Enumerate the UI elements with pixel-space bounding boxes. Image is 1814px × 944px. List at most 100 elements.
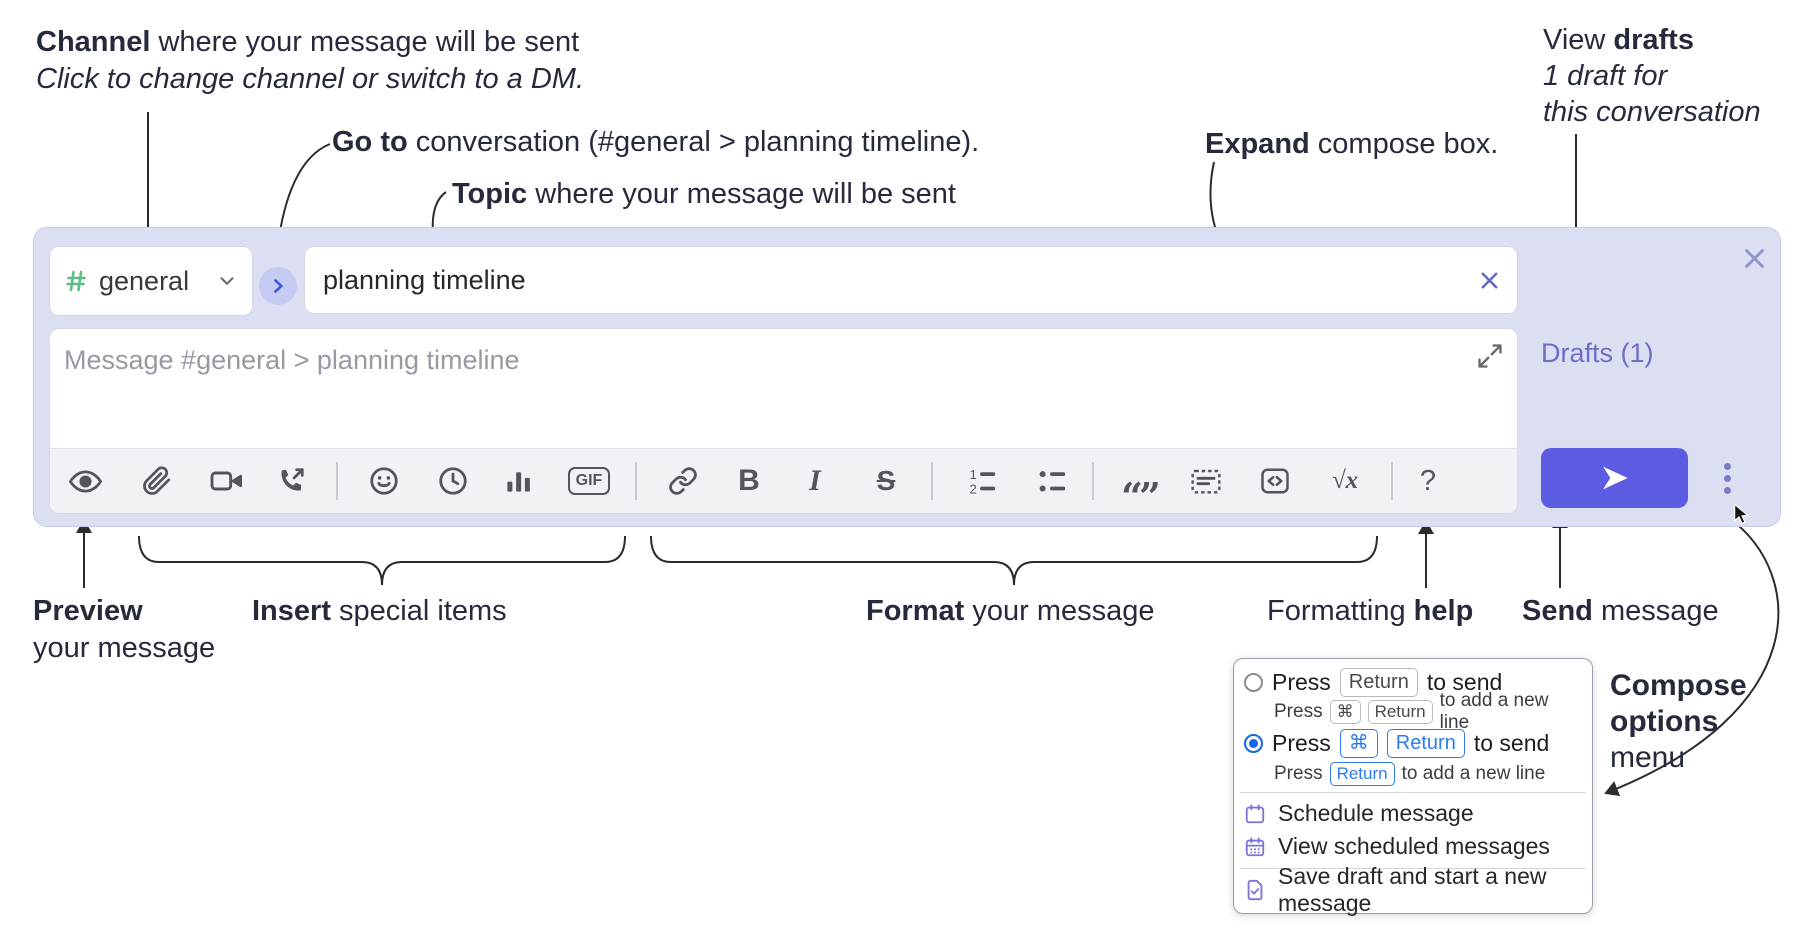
menu-item-save-draft[interactable]: Save draft and start a new message <box>1244 863 1580 916</box>
toolbar-divider <box>635 462 637 500</box>
spoiler-icon <box>1191 469 1221 494</box>
audio-call-button[interactable] <box>268 459 314 503</box>
gif-button[interactable]: GIF <box>566 459 612 503</box>
send-button[interactable] <box>1541 448 1688 508</box>
option-return-to-send[interactable]: Press Return to send <box>1244 665 1580 699</box>
annotation-topic: Topic where your message will be sent <box>452 176 956 213</box>
attach-file-button[interactable] <box>134 459 180 503</box>
menu-divider <box>1240 792 1586 793</box>
calendar-icon <box>1244 803 1266 825</box>
bar-chart-icon <box>507 472 530 492</box>
expand-icon <box>1478 344 1502 368</box>
quote-button[interactable]: “” <box>1116 459 1162 514</box>
gif-icon: GIF <box>567 467 611 495</box>
drafts-link[interactable]: Drafts (1) <box>1541 338 1654 368</box>
quote-icon: “” <box>1121 474 1161 514</box>
clear-topic-button[interactable] <box>1478 269 1501 292</box>
annotation-channel-rest: where your message will be sent <box>150 26 580 58</box>
question-mark-icon: ? <box>1419 464 1437 497</box>
annotation-goto: Go to conversation (#general > planning … <box>332 124 979 161</box>
toolbar-divider <box>1391 462 1393 500</box>
annotation-channel-line2: Click to change channel or switch to a D… <box>36 63 585 95</box>
annotation-preview: Preview your message <box>33 593 215 667</box>
radio-unselected-icon[interactable] <box>1244 672 1263 692</box>
channel-name: general <box>99 265 190 296</box>
toolbar-divider <box>931 462 933 500</box>
link-button[interactable] <box>660 459 706 503</box>
code-icon <box>1261 468 1289 494</box>
formatting-help-button[interactable]: ? <box>1405 459 1451 503</box>
annotation-expand: Expand compose box. <box>1205 126 1498 163</box>
annotation-compose-options-line3: menu <box>1610 741 1686 774</box>
compose-options-button[interactable] <box>1710 453 1744 503</box>
go-to-conversation-button[interactable] <box>259 267 297 305</box>
annotation-insert-rest: special items <box>330 595 507 627</box>
add-poll-button[interactable] <box>495 459 541 503</box>
annotation-drafts-line2: 1 draft for <box>1543 60 1668 92</box>
menu-divider <box>1240 868 1586 869</box>
emoji-button[interactable] <box>361 459 407 503</box>
scheduled-calendar-icon <box>1244 836 1266 858</box>
return-key: Return <box>1329 762 1395 786</box>
chevron-right-icon <box>274 279 283 293</box>
message-compose-area[interactable]: Message #general > planning timeline <box>49 328 1518 514</box>
menu-item-label: View scheduled messages <box>1278 833 1550 859</box>
svg-text:2: 2 <box>970 482 977 497</box>
italic-button[interactable]: I <box>792 459 838 503</box>
annotation-compose-options-line1: Compose <box>1610 669 1747 702</box>
annotation-drafts-bold: drafts <box>1613 24 1694 56</box>
annotation-compose-options-line2: options <box>1610 705 1719 738</box>
paperclip-icon <box>143 466 171 495</box>
smiley-icon <box>370 467 398 495</box>
save-draft-icon <box>1244 879 1266 901</box>
toolbar-divider <box>1092 462 1094 500</box>
option1-subtext: Press ⌘ Return to add a new line <box>1274 690 1549 733</box>
topic-field <box>304 246 1518 314</box>
annotation-compose-options: Compose options menu <box>1610 668 1747 776</box>
spoiler-button[interactable] <box>1183 459 1229 503</box>
annotation-drafts-line3: this conversation <box>1543 96 1761 128</box>
dots-icon <box>1723 462 1731 470</box>
annotation-preview-line2: your message <box>33 632 216 664</box>
option2-subtext: Press Return to add a new line <box>1274 762 1546 786</box>
option-cmd-return-to-send[interactable]: Press ⌘ Return to send <box>1244 725 1580 761</box>
eye-icon <box>68 469 102 493</box>
code-button[interactable] <box>1252 459 1298 503</box>
format-brace <box>650 535 1378 586</box>
expand-compose-button[interactable] <box>1475 341 1505 371</box>
option2-suffix: to send <box>1473 729 1550 756</box>
preview-message-button[interactable] <box>62 459 108 503</box>
annotation-help-bold: help <box>1413 595 1474 627</box>
math-button[interactable]: √x <box>1322 459 1368 503</box>
annotation-goto-bold: Go to <box>332 126 408 158</box>
close-compose-button[interactable] <box>1739 243 1769 273</box>
phone-call-icon <box>281 468 304 491</box>
topic-input[interactable] <box>321 263 1478 297</box>
message-placeholder: Message #general > planning timeline <box>64 345 520 375</box>
chevron-down-icon <box>220 277 234 285</box>
x-clear-icon <box>1481 272 1498 288</box>
bold-button[interactable]: B <box>726 459 772 503</box>
radio-selected-icon[interactable] <box>1244 733 1263 753</box>
option1-suffix: to send <box>1426 668 1503 695</box>
annotation-format-bold: Format <box>866 595 965 627</box>
menu-item-view-scheduled[interactable]: View scheduled messages <box>1244 830 1580 863</box>
math-latex-icon: √x <box>1331 467 1359 494</box>
link-icon <box>669 467 697 495</box>
return-key: Return <box>1367 700 1433 724</box>
annotation-send-bold: Send <box>1522 595 1593 627</box>
menu-item-schedule-message[interactable]: Schedule message <box>1244 797 1580 830</box>
video-call-button[interactable] <box>203 459 249 503</box>
bulleted-list-button[interactable] <box>1029 459 1075 503</box>
annotation-channel: Channel where your message will be sent … <box>36 24 584 98</box>
option1-press: Press <box>1272 668 1331 695</box>
insert-brace <box>138 535 626 586</box>
close-icon <box>1744 248 1764 268</box>
send-icon <box>1602 466 1628 490</box>
annotation-expand-rest: compose box. <box>1309 128 1499 160</box>
strikethrough-button[interactable]: S <box>863 459 909 503</box>
channel-selector[interactable]: general <box>49 246 253 316</box>
schedule-time-button[interactable] <box>430 459 476 503</box>
channel-hash-icon <box>66 270 86 292</box>
